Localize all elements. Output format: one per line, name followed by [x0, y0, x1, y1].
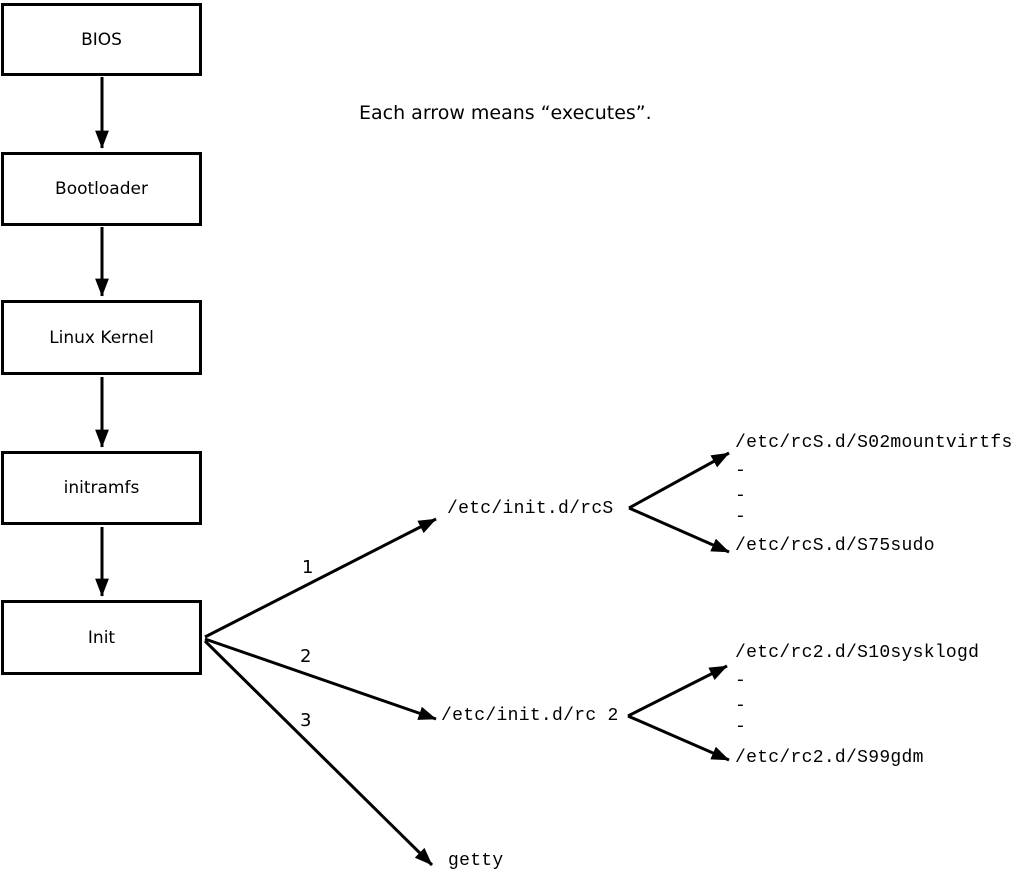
edge-label-3: 3: [300, 710, 312, 731]
rc2-ellipsis-dash: -: [735, 671, 747, 691]
node-bios: BIOS: [1, 3, 202, 76]
rc2-ellipsis-dash: -: [735, 696, 747, 716]
rcs-ellipsis-dash: -: [735, 461, 747, 481]
edge-label-2: 2: [300, 646, 312, 667]
node-bootloader: Bootloader: [1, 152, 202, 226]
node-rcs-d-s02mountvirtfs: /etc/rcS.d/S02mountvirtfs: [735, 433, 1013, 453]
node-rc2-d-s10sysklogd: /etc/rc2.d/S10sysklogd: [735, 643, 980, 663]
arrow-rc2-to-s99gdm: [627, 714, 730, 762]
node-initramfs-label: initramfs: [63, 478, 140, 498]
node-bios-label: BIOS: [81, 29, 122, 50]
rcs-ellipsis-dash: -: [735, 486, 747, 506]
arrow-init-to-rcs: [204, 517, 437, 639]
node-init-label: Init: [87, 627, 116, 648]
node-bootloader-label: Bootloader: [55, 179, 148, 199]
arrow-rc2-to-s10sysklogd: [627, 664, 728, 718]
node-etc-init-d-rcs: /etc/init.d/rcS: [447, 499, 614, 519]
rc2-ellipsis-dash: -: [735, 717, 747, 737]
arrow-init-to-rc2: [204, 637, 437, 721]
node-initramfs: initramfs: [1, 451, 202, 525]
arrow-rcs-to-s75sudo: [628, 506, 730, 554]
node-etc-init-d-rc2: /etc/init.d/rc 2: [441, 706, 619, 726]
node-linux-kernel: Linux Kernel: [1, 300, 202, 375]
arrow-init-to-getty: [203, 639, 434, 867]
node-getty: getty: [448, 851, 504, 871]
node-rcs-d-s75sudo: /etc/rcS.d/S75sudo: [735, 536, 935, 556]
node-init: Init: [1, 600, 202, 675]
arrow-rcs-to-s02mountvirtfs: [628, 451, 730, 510]
diagram-caption: Each arrow means “executes”.: [359, 102, 652, 124]
rcs-ellipsis-dash: -: [735, 507, 747, 527]
edge-label-1: 1: [302, 557, 314, 578]
node-linux-kernel-label: Linux Kernel: [49, 327, 154, 348]
node-rc2-d-s99gdm: /etc/rc2.d/S99gdm: [735, 748, 924, 768]
